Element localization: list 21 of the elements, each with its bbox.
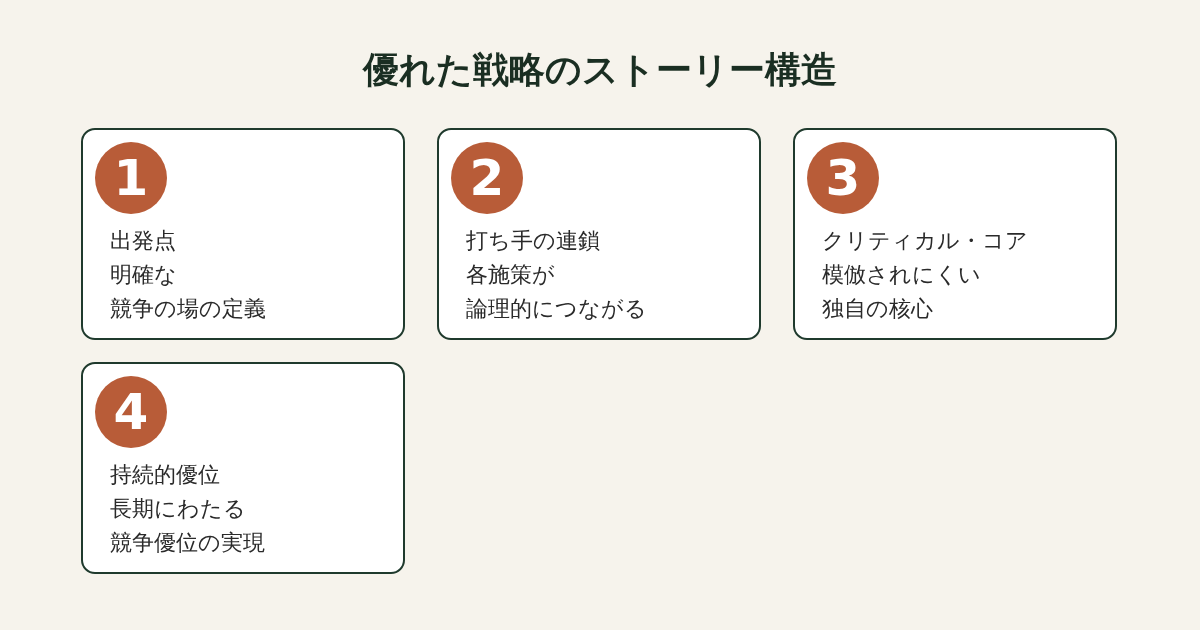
card-text: 長期にわたる [110,495,246,523]
number-badge: 3 [807,142,879,214]
card [81,128,405,340]
card-text: 論理的につながる [466,295,647,323]
card-text: 独自の核心 [822,295,933,323]
card [437,128,761,340]
card-text: 打ち手の連鎖 [466,227,600,255]
card [793,128,1117,340]
number-badge: 2 [451,142,523,214]
card-text: 競争の場の定義 [110,295,266,323]
card-text: 出発点 [110,227,176,255]
number-badge: 1 [95,142,167,214]
card-text: 持続的優位 [110,461,220,489]
number-badge: 4 [95,376,167,448]
card-text: 明確な [110,261,177,289]
title: 優れた戦略のストーリー構造 [363,48,837,92]
card-text: クリティカル・コア [822,227,1028,255]
card-text: 競争優位の実現 [110,529,265,557]
card [81,362,405,574]
card-text: 各施策が [466,261,555,289]
card-text: 模倣されにくい [822,261,981,289]
